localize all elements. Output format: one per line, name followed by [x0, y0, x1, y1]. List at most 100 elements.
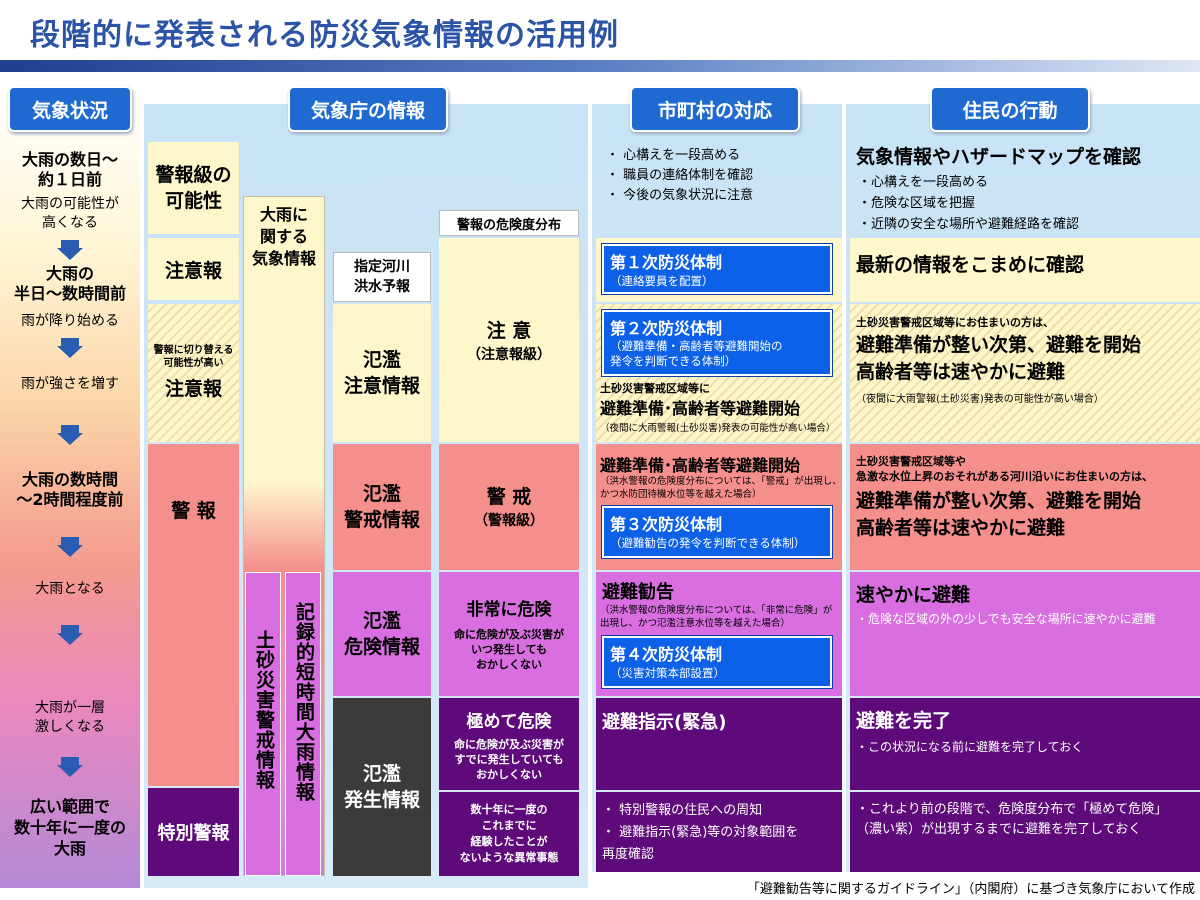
box-dai4-title: 第４次防災体制 — [610, 645, 723, 664]
keiho: 警 報 — [171, 499, 216, 522]
muni-r-main: 避難準備･高齢者等避難開始 — [600, 456, 801, 475]
res-y3-main: 避難準備が整い次第、避難を開始 高齢者等は速やかに避難 — [856, 334, 1142, 383]
resident-purple-2 — [850, 792, 1200, 872]
res-p-main: 避難を完了 — [856, 710, 952, 732]
weather-stage-1-main: 大雨の数日～ 約１日前 — [21, 150, 118, 189]
weather-stage-1-sub: 大雨の可能性が 高くなる — [21, 196, 119, 231]
chuiho: 注意報 — [148, 238, 239, 300]
municipal-bullets-2: ・ 特別警報の住民への周知 ・ 避難指示(緊急)等の対象範囲を 再度確認 — [602, 800, 838, 866]
res-y1-main: 気象情報やハザードマップを確認 — [856, 146, 1142, 168]
box-dai3: 第３次防災体制 （避難勧告の発令を判断できる体制） — [601, 505, 833, 559]
title-underline — [0, 60, 1200, 72]
box-dai4-sub: （災害対策本部設置） — [610, 666, 725, 680]
list-item: ・近隣の安全な場所や避難経路を確認 — [858, 217, 1080, 232]
hanran-keikai: 氾濫 警戒情報 — [333, 444, 431, 570]
municipal-purple-2 — [596, 792, 842, 872]
kasen-header: 指定河川 洪水予報 — [333, 252, 431, 302]
res-m-main: 速やかに避難 — [856, 584, 971, 606]
res-w-bullet: ・これより前の段階で、危険度分布で「極めて危険」 （濃い紫）が出現するまでに避難… — [856, 802, 1168, 837]
weather-stage-2-sub: 雨が降り始める — [21, 313, 119, 329]
weather-stage-3-sub: 雨が強さを増す — [21, 376, 119, 392]
header-resident: 住民の行動 — [930, 86, 1090, 132]
resident-purple — [850, 698, 1200, 790]
keiho-kanousei: 警報級の 可能性 — [148, 142, 239, 234]
kiroku-tanjikan: 記録的短時間大雨情報 — [293, 602, 315, 802]
box-dai1-sub: （連絡要員を配置） — [610, 274, 714, 288]
box-dai2-title: 第２次防災体制 — [610, 319, 723, 338]
chuiho-kirikae-main: 注意報 — [164, 377, 222, 400]
chuiho-kirikae-note: 警報に切り替える 可能性が高い — [153, 345, 234, 369]
list-item: ・ 今後の気象状況に注意 — [606, 188, 754, 203]
ooame-kisho: 大雨に 関する 気象情報 — [251, 205, 316, 268]
arrow-down-icon — [57, 625, 83, 645]
box-dai2: 第２次防災体制 （避難準備・高齢者等避難開始の 発令を判断できる体制） — [601, 309, 833, 377]
hanran-kiken: 氾濫 危険情報 — [333, 572, 431, 696]
res-y2-main: 最新の情報をこまめに確認 — [856, 254, 1085, 276]
resident-bullets-1: ・心構えを一段高める ・危険な区域を把握 ・近隣の安全な場所や避難経路を確認 — [858, 172, 1188, 235]
resident-yellow-1 — [850, 238, 1200, 302]
resident-yellow-2 — [850, 304, 1200, 442]
bunpu-ijou: 数十年に一度の これまでに 経験したことが ないような異常事態 — [439, 792, 579, 876]
arrow-down-icon — [57, 425, 83, 445]
bunpu-keikai-main: 警 戒 — [486, 485, 532, 508]
res-p-bullet: ・この状況になる前に避難を完了しておく — [856, 740, 1084, 754]
list-item: ・心構えを一段高める — [858, 175, 989, 190]
box-dai1-title: 第１次防災体制 — [610, 253, 723, 272]
box-dai3-sub: （避難勧告の発令を判断できる体制） — [610, 536, 806, 550]
res-y3-note: （夜間に大雨警報(土砂災害)発表の可能性が高い場合） — [856, 394, 1104, 405]
bunpu-keikai-block — [439, 444, 579, 570]
bunpu-header: 警報の危険度分布 — [439, 210, 579, 236]
list-item: ・ 心構えを一段高める — [606, 148, 741, 163]
municipal-purple — [596, 698, 842, 790]
list-item: ・ 職員の連絡体制を確認 — [606, 168, 754, 183]
page-title: 段階的に発表される防災気象情報の活用例 — [30, 18, 619, 53]
bunpu-keikai-sub: （警報級） — [474, 513, 544, 529]
muni-m-note: （洪水警報の危険度分布については、「非常に危険」が 出現し、かつ氾濫注意水位等を… — [600, 605, 833, 629]
header-municipal: 市町村の対応 — [630, 86, 800, 132]
arrow-down-icon — [57, 537, 83, 557]
res-m-bullet: ・危険な区域の外の少しでも安全な場所に速やかに避難 — [856, 612, 1156, 626]
bunpu-chui-main: 注 意 — [486, 319, 532, 342]
muni-y3-note: （夜間に大雨警報(土砂災害)発表の可能性が高い場合） — [600, 423, 836, 434]
muni-y3-main: 避難準備･高齢者等避難開始 — [600, 399, 801, 418]
box-dai1: 第１次防災体制 （連絡要員を配置） — [601, 243, 833, 295]
kiroku-block — [285, 572, 321, 876]
res-r-small: 土砂災害警戒区域等や 急激な水位上昇のおそれがある河川沿いにお住まいの方は、 — [856, 455, 1153, 483]
footer-source: 「避難勧告等に関するガイドライン」（内閣府）に基づき気象庁において作成 — [746, 882, 1195, 897]
muni-r-note: （洪水警報の危険度分布については、「警戒」が出現し、 かつ水防団待機水位等を越え… — [600, 476, 842, 500]
municipal-bullets-1: ・ 心構えを一段高める ・ 職員の連絡体制を確認 ・ 今後の気象状況に注意 — [606, 146, 836, 206]
bunpu-chui-block — [439, 238, 579, 442]
bunpu-kiwamete-sub: 命に危険が及ぶ災害が すでに発生していても おかしくない — [454, 737, 564, 781]
header-weather: 気象状況 — [8, 86, 132, 132]
resident-red — [850, 444, 1200, 570]
weather-column — [0, 82, 140, 888]
tokubetsu-keiho: 特別警報 — [148, 788, 239, 876]
res-y3-small: 土砂災害警戒区域等にお住まいの方は、 — [856, 316, 1054, 329]
bunpu-kiken-sub: 命に危険が及ぶ災害が いつ発生しても おかしくない — [454, 627, 564, 671]
bunpu-kiken-block — [439, 572, 579, 696]
bunpu-kiwamete-block — [439, 698, 579, 790]
weather-stage-2-main: 大雨の 半日～数時間前 — [13, 264, 126, 303]
bunpu-kiken-main: 非常に危険 — [466, 599, 552, 620]
hanran-chui: 氾濫 注意情報 — [333, 304, 431, 442]
box-dai4: 第４次防災体制 （災害対策本部設置） — [601, 635, 833, 689]
muni-p-main: 避難指示(緊急) — [602, 712, 727, 733]
arrow-down-icon — [57, 338, 83, 358]
weather-stage-5-sub: 大雨となる — [35, 581, 105, 597]
bunpu-chui-sub: （注意報級） — [467, 347, 551, 363]
muni-y3-small: 土砂災害警戒区域等に — [600, 382, 710, 395]
list-item: ・ 避難指示(緊急)等の対象範囲を 再度確認 — [602, 825, 799, 862]
weather-stage-6-sub: 大雨が一層 激しくなる — [35, 700, 105, 735]
box-dai2-sub: （避難準備・高齢者等避難開始の 発令を判断できる体制） — [610, 339, 783, 368]
chuiho-kirikae: 警報に切り替える 可能性が高い 注意報 — [148, 304, 239, 442]
arrow-down-icon — [57, 240, 83, 260]
list-item: ・危険な区域を把握 — [858, 196, 976, 211]
bunpu-kiwamete-main: 極めて危険 — [466, 711, 552, 732]
box-dai3-title: 第３次防災体制 — [610, 515, 723, 534]
hanran-hassei: 氾濫 発生情報 — [333, 698, 431, 876]
keiho-block — [148, 444, 239, 786]
header-jma: 気象庁の情報 — [288, 86, 448, 132]
dosha-keikai: 土砂災害警戒情報 — [253, 630, 275, 790]
muni-m-main: 避難勧告 — [602, 582, 674, 603]
resident-magenta — [850, 572, 1200, 696]
